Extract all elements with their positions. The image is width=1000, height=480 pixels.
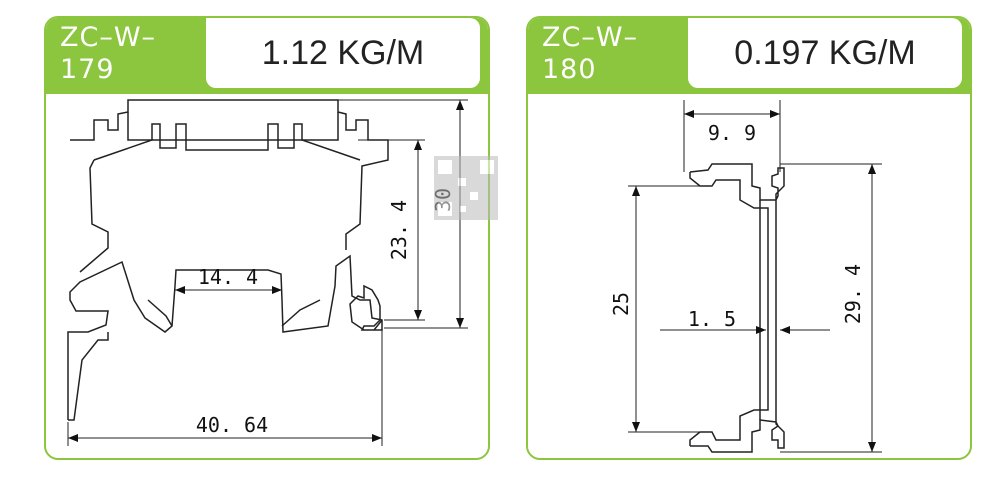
product-code: ZC–W– 180 [542,22,692,86]
profile-card-179: ZC–W– 179 1.12 KG/M [44,16,490,460]
product-code-line1: ZC–W– [542,22,639,53]
product-code-line2: 180 [542,54,597,85]
card-header: ZC–W– 180 0.197 KG/M [528,18,970,94]
product-code-line1: ZC–W– [60,22,157,53]
weight-value: 0.197 KG/M [734,34,916,72]
weight-value: 1.12 KG/M [261,34,425,72]
product-code-line2: 179 [60,54,115,85]
weight-box: 1.12 KG/M [206,18,480,88]
profile-card-180: ZC–W– 180 0.197 KG/M [526,16,972,460]
card-header: ZC–W– 179 1.12 KG/M [46,18,488,94]
product-code: ZC–W– 179 [60,22,210,86]
weight-box: 0.197 KG/M [688,18,962,88]
